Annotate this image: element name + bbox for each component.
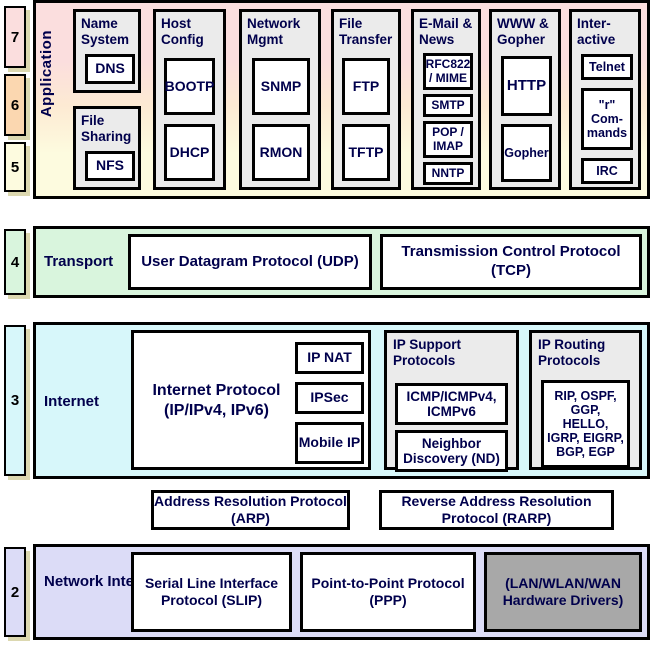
app-category-title-interactive: Inter-active <box>577 16 616 47</box>
protocol-box-tcp: Transmission Control Protocol (TCP) <box>380 234 642 290</box>
osi-layer-chip-3: 3 <box>4 325 26 476</box>
app-category-interactive: Inter-active Telnet "r" Com-mands IRC <box>569 9 641 190</box>
osi-layer-number-2: 2 <box>10 583 20 601</box>
osi-layer-chip-5: 5 <box>4 142 26 192</box>
group-title-ip-routing-protocols: IP Routing Protocols <box>538 337 606 368</box>
protocol-box-arp: Address Resolution Protocol (ARP) <box>151 490 350 530</box>
protocol-label-rarp: Reverse Address Resolution Protocol (RAR… <box>401 492 592 527</box>
protocol-box-mobile-ip: Mobile IP <box>295 422 364 464</box>
protocol-label-http: HTTP <box>506 76 547 94</box>
protocol-box-nntp: NNTP <box>423 162 473 185</box>
app-category-title-www-gopher: WWW & Gopher <box>497 16 549 47</box>
app-category-network-mgmt: Network Mgmt SNMP RMON <box>239 9 321 190</box>
protocol-box-irc: IRC <box>581 158 633 184</box>
protocol-label-icmp: ICMP/ICMPv4, ICMPv6 <box>406 388 497 419</box>
protocol-box-pop-imap: POP / IMAP <box>423 121 473 158</box>
protocol-box-neighbor-discovery: Neighbor Discovery (ND) <box>395 430 508 472</box>
osi-layer-number-5: 5 <box>10 158 20 176</box>
protocol-label-bootp: BOOTP <box>164 77 215 94</box>
app-category-title-file-sharing: File Sharing <box>81 113 132 144</box>
protocol-label-ppp: Point-to-Point Protocol (PPP) <box>311 574 465 609</box>
protocol-label-ipsec: IPSec <box>310 389 349 406</box>
protocol-box-rfc822-mime: RFC822 / MIME <box>423 53 473 90</box>
protocol-box-bootp: BOOTP <box>164 58 215 115</box>
protocol-box-telnet: Telnet <box>581 54 633 80</box>
osi-layer-number-7: 7 <box>10 28 20 46</box>
protocol-label-gopher: Gopher <box>504 146 549 160</box>
protocol-label-tftp: TFTP <box>348 143 384 160</box>
app-category-title-host-config: Host Config <box>161 16 204 47</box>
group-ip-support-protocols: IP Support Protocols ICMP/ICMPv4, ICMPv6… <box>384 330 519 472</box>
protocol-box-nfs: NFS <box>85 151 135 181</box>
protocol-label-r-commands: "r" Com-mands <box>586 98 628 140</box>
protocol-box-ipsec: IPSec <box>295 382 364 414</box>
app-category-name-system: Name System DNS <box>73 9 141 93</box>
protocol-label-routing-list: RIP, OSPF, GGP, HELLO, IGRP, EIGRP, BGP,… <box>547 389 624 459</box>
app-category-file-transfer: File Transfer FTP TFTP <box>331 9 401 190</box>
protocol-box-dns: DNS <box>85 54 135 84</box>
protocol-box-udp: User Datagram Protocol (UDP) <box>128 234 372 290</box>
protocol-label-arp: Address Resolution Protocol (ARP) <box>154 492 347 527</box>
protocol-label-snmp: SNMP <box>260 77 302 94</box>
protocol-box-slip: Serial Line Interface Protocol (SLIP) <box>131 552 292 632</box>
protocol-box-r-commands: "r" Com-mands <box>581 88 633 150</box>
osi-layer-chip-6: 6 <box>4 74 26 136</box>
osi-layer-number-4: 4 <box>10 253 20 271</box>
group-title-ip-support-protocols: IP Support Protocols <box>393 337 462 368</box>
protocol-box-dhcp: DHCP <box>164 124 215 181</box>
protocol-label-irc: IRC <box>596 164 618 178</box>
app-category-title-network-mgmt: Network Mgmt <box>247 16 301 47</box>
protocol-label-rmon: RMON <box>259 143 303 160</box>
protocol-box-tftp: TFTP <box>342 124 390 181</box>
app-category-title-name-system: Name System <box>81 16 130 47</box>
protocol-box-routing-list: RIP, OSPF, GGP, HELLO, IGRP, EIGRP, BGP,… <box>541 380 630 468</box>
osi-layer-chip-4: 4 <box>4 229 26 295</box>
protocol-label-nfs: NFS <box>96 157 124 174</box>
protocol-box-ip-nat: IP NAT <box>295 342 364 374</box>
protocol-box-snmp: SNMP <box>252 58 310 115</box>
protocol-label-dns: DNS <box>95 60 125 77</box>
protocol-box-http: HTTP <box>501 56 552 116</box>
protocol-label-slip: Serial Line Interface Protocol (SLIP) <box>144 574 279 609</box>
protocol-box-ppp: Point-to-Point Protocol (PPP) <box>300 552 476 632</box>
application-layer-title: Application <box>38 30 55 118</box>
protocol-label-hardware-drivers: (LAN/WLAN/WAN Hardware Drivers) <box>502 574 624 609</box>
group-ip-routing-protocols: IP Routing Protocols RIP, OSPF, GGP, HEL… <box>529 330 642 470</box>
app-category-host-config: Host Config BOOTP DHCP <box>153 9 226 190</box>
transport-layer-title: Transport <box>44 253 114 270</box>
protocol-box-ip: Internet Protocol (IP/IPv4, IPv6) IP NAT… <box>131 330 371 470</box>
protocol-label-udp: User Datagram Protocol (UDP) <box>141 252 359 270</box>
protocol-label-mobile-ip: Mobile IP <box>298 434 361 451</box>
protocol-label-rfc822-mime: RFC822 / MIME <box>425 57 471 85</box>
protocol-box-icmp: ICMP/ICMPv4, ICMPv6 <box>395 383 508 425</box>
protocol-label-ip-nat: IP NAT <box>307 349 352 366</box>
app-category-title-file-transfer: File Transfer <box>339 16 393 47</box>
app-category-title-email-news: E-Mail & News <box>419 16 473 47</box>
protocol-label-tcp: Transmission Control Protocol (TCP) <box>401 243 621 279</box>
protocol-box-rarp: Reverse Address Resolution Protocol (RAR… <box>379 490 614 530</box>
protocol-label-telnet: Telnet <box>589 60 625 74</box>
osi-layer-chip-7: 7 <box>4 6 26 68</box>
protocol-box-smtp: SMTP <box>423 94 473 117</box>
protocol-label-ftp: FTP <box>352 77 380 94</box>
osi-layer-number-3: 3 <box>10 392 20 409</box>
internet-layer-title: Internet <box>44 393 100 410</box>
protocol-box-hardware-drivers: (LAN/WLAN/WAN Hardware Drivers) <box>484 552 642 632</box>
protocol-label-smtp: SMTP <box>431 97 465 112</box>
osi-layer-chip-2: 2 <box>4 547 26 637</box>
protocol-label-dhcp: DHCP <box>169 143 210 160</box>
app-category-file-sharing: File Sharing NFS <box>73 106 141 190</box>
protocol-box-rmon: RMON <box>252 124 310 181</box>
protocol-label-neighbor-discovery: Neighbor Discovery (ND) <box>403 435 500 466</box>
protocol-label-pop-imap: POP / IMAP <box>432 125 464 153</box>
osi-layer-number-6: 6 <box>10 96 20 114</box>
protocol-label-ip: Internet Protocol (IP/IPv4, IPv6) <box>152 382 281 419</box>
protocol-label-nntp: NNTP <box>431 165 465 180</box>
app-category-www-gopher: WWW & Gopher HTTP Gopher <box>489 9 561 190</box>
protocol-box-gopher: Gopher <box>501 124 552 182</box>
protocol-box-ftp: FTP <box>342 58 390 115</box>
app-category-email-news: E-Mail & News RFC822 / MIME SMTP POP / I… <box>411 9 481 190</box>
